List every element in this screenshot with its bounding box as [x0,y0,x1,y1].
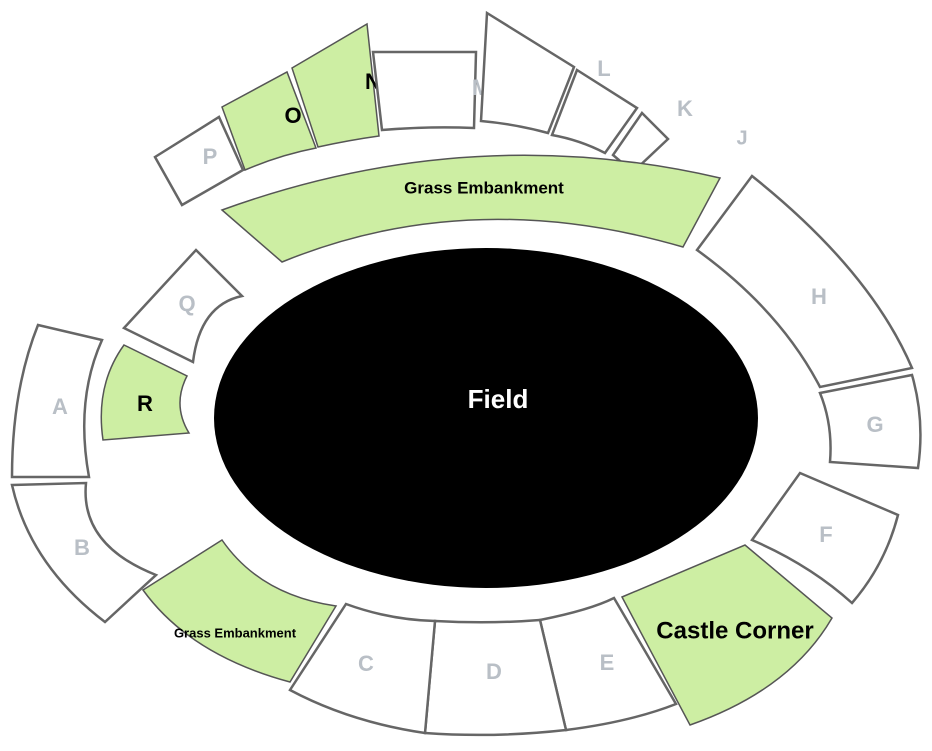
section-shape[interactable] [141,538,338,683]
section-r[interactable]: R [100,344,191,441]
section-shape[interactable] [100,344,191,441]
section-grass-top[interactable]: Grass Embankment [220,154,722,263]
section-shape[interactable] [750,471,900,605]
section-shape[interactable] [10,481,159,624]
section-shape[interactable] [153,115,245,207]
section-shape[interactable] [550,68,639,155]
section-d[interactable]: D [423,618,568,737]
section-shape[interactable] [288,602,437,735]
section-shape[interactable] [538,596,678,732]
section-shape[interactable] [10,323,104,479]
section-label: K [677,96,693,121]
section-label: L [597,56,610,81]
section-shape[interactable] [695,174,914,389]
section-shape[interactable] [291,22,380,148]
section-shape[interactable] [620,544,833,726]
section-a[interactable]: A [10,323,104,479]
section-g[interactable]: G [818,373,922,470]
section-m[interactable]: M [371,50,490,132]
section-shape[interactable] [221,70,318,172]
section-shape[interactable] [121,248,245,364]
section-shape[interactable] [220,154,722,263]
section-shape[interactable] [423,618,568,737]
section-shape[interactable] [479,10,576,135]
section-grass-bottom[interactable]: Grass Embankment [141,538,338,683]
section-q[interactable]: Q [121,248,245,364]
field [214,248,758,588]
section-b[interactable]: B [10,481,159,624]
section-shape[interactable] [818,373,922,470]
section-shape[interactable] [371,50,478,132]
section-label: J [736,127,747,149]
